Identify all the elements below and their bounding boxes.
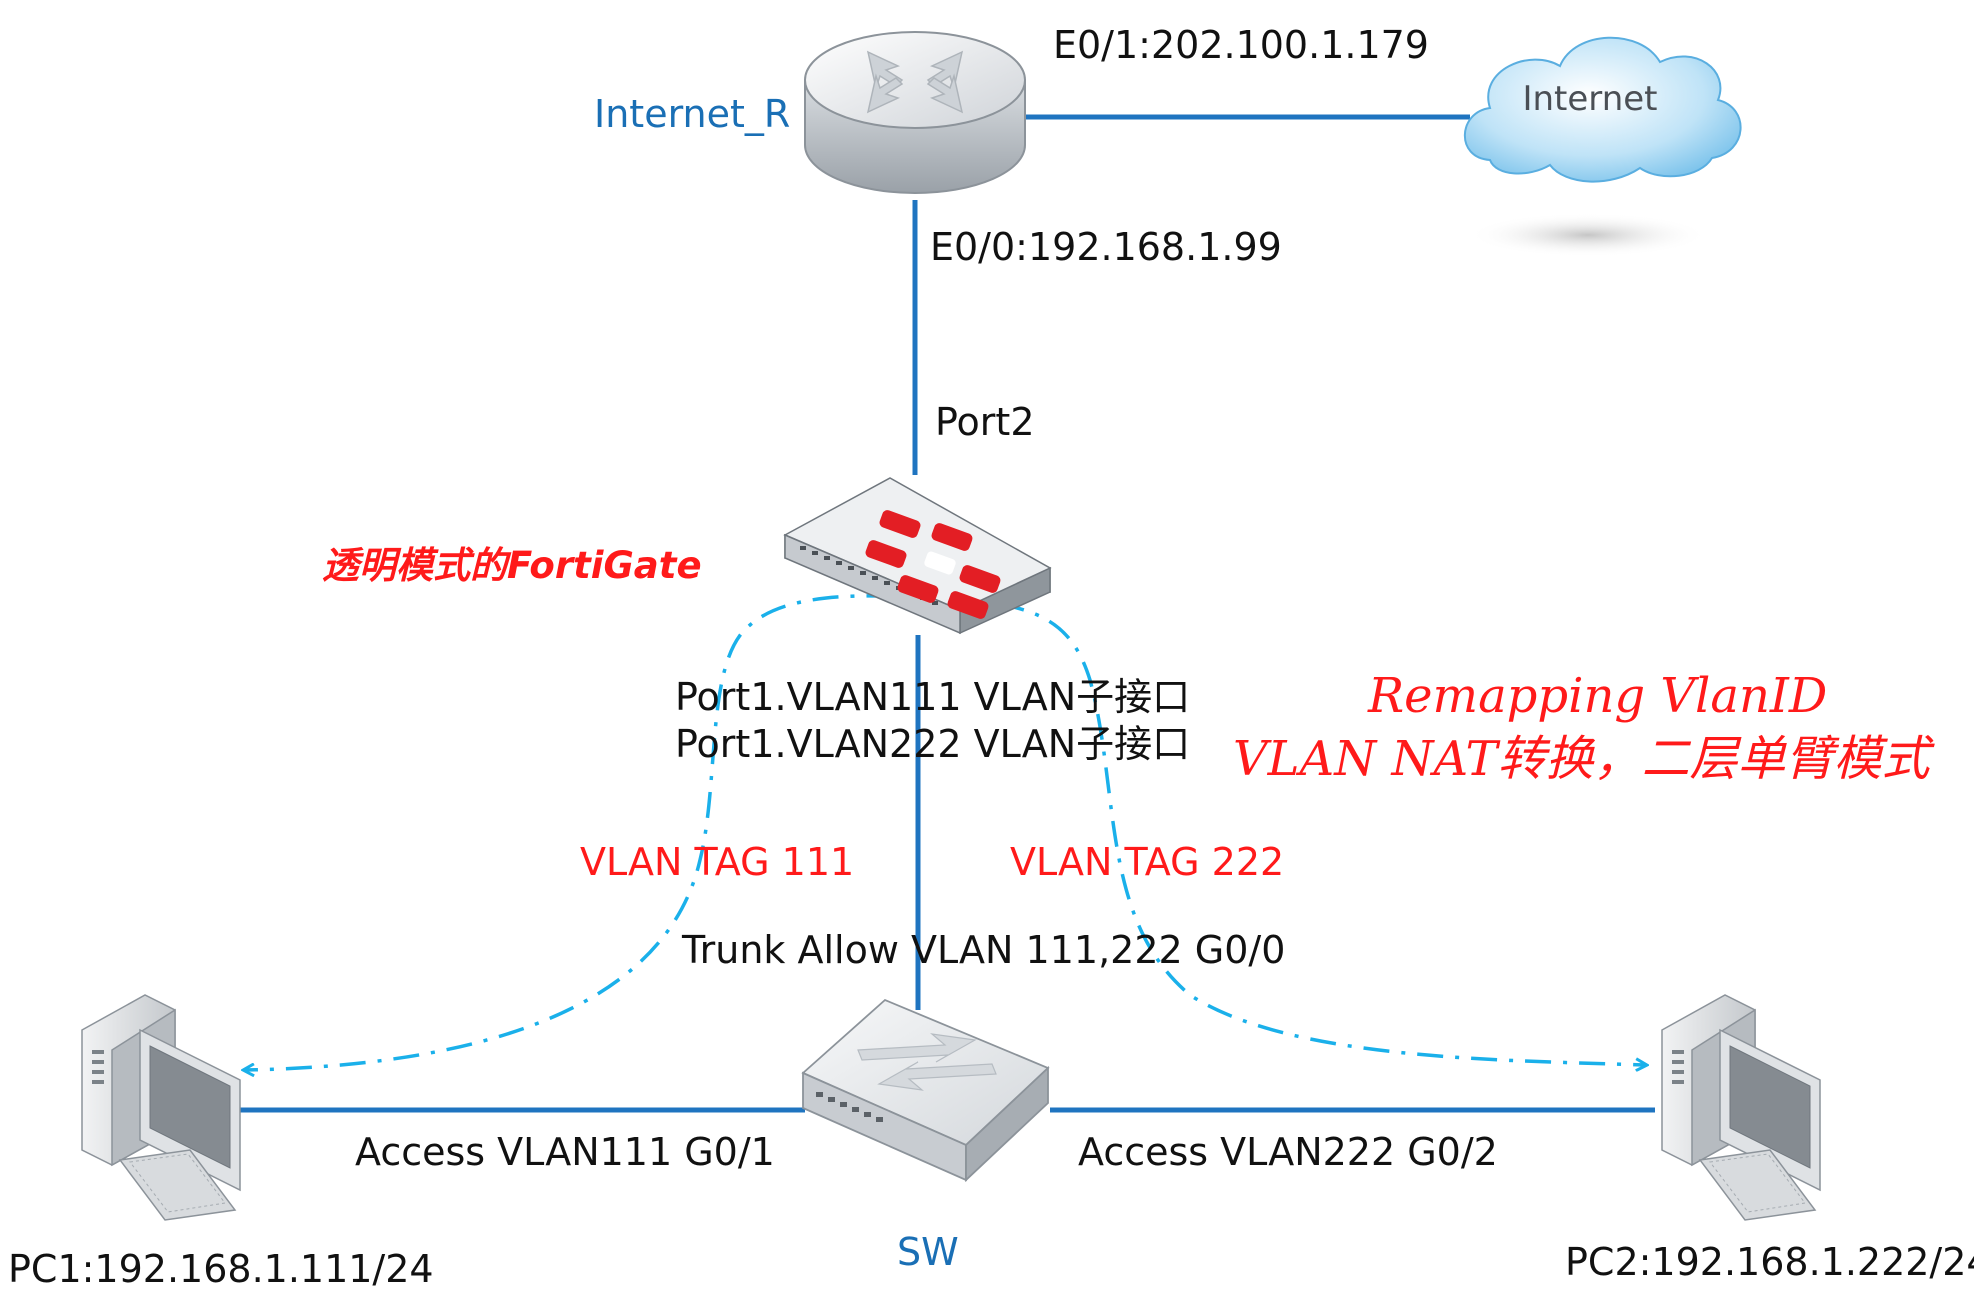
sw-trunk-label: Trunk Allow VLAN 111,222 G0/0 [681, 928, 1285, 972]
flow-vlan222 [944, 595, 1645, 1065]
remapping-note-line2: VLAN NAT转换，二层单臂模式 [1233, 731, 1936, 787]
pc1-computer-icon[interactable] [81, 994, 241, 1221]
pc2-label: PC2:192.168.1.222/24 [1565, 1240, 1974, 1284]
router-label: Internet_R [594, 92, 790, 136]
fortinet-logo-icon [865, 510, 1001, 619]
switch-label: SW [897, 1230, 959, 1274]
internet-cloud-icon: Internet [1463, 36, 1742, 257]
vlan-tag-111-label: VLAN TAG 111 [580, 840, 854, 884]
sw-access2-label: Access VLAN222 G0/2 [1078, 1130, 1498, 1174]
fortigate-firewall-icon[interactable] [783, 477, 1052, 635]
router-e01-label: E0/1:202.100.1.179 [1053, 23, 1429, 67]
router-e00-label: E0/0:192.168.1.99 [930, 225, 1282, 269]
router-icon[interactable] [804, 31, 1026, 194]
flow-vlan111 [245, 594, 1001, 1070]
remapping-note-line1: Remapping VlanID [1367, 668, 1827, 724]
firewall-mode-label: 透明模式的FortiGate [322, 544, 702, 587]
fw-port2-label: Port2 [935, 400, 1035, 444]
switch-icon[interactable] [801, 998, 1050, 1183]
pc1-label: PC1:192.168.1.111/24 [8, 1247, 434, 1290]
cloud-label: Internet [1522, 79, 1657, 119]
vlan-tag-222-label: VLAN TAG 222 [1010, 840, 1284, 884]
fw-subinterface-1-label: Port1.VLAN111 VLAN子接口 [675, 675, 1190, 719]
sw-access1-label: Access VLAN111 G0/1 [355, 1130, 775, 1174]
fw-subinterface-2-label: Port1.VLAN222 VLAN子接口 [675, 722, 1190, 766]
pc2-computer-icon[interactable] [1661, 994, 1821, 1221]
